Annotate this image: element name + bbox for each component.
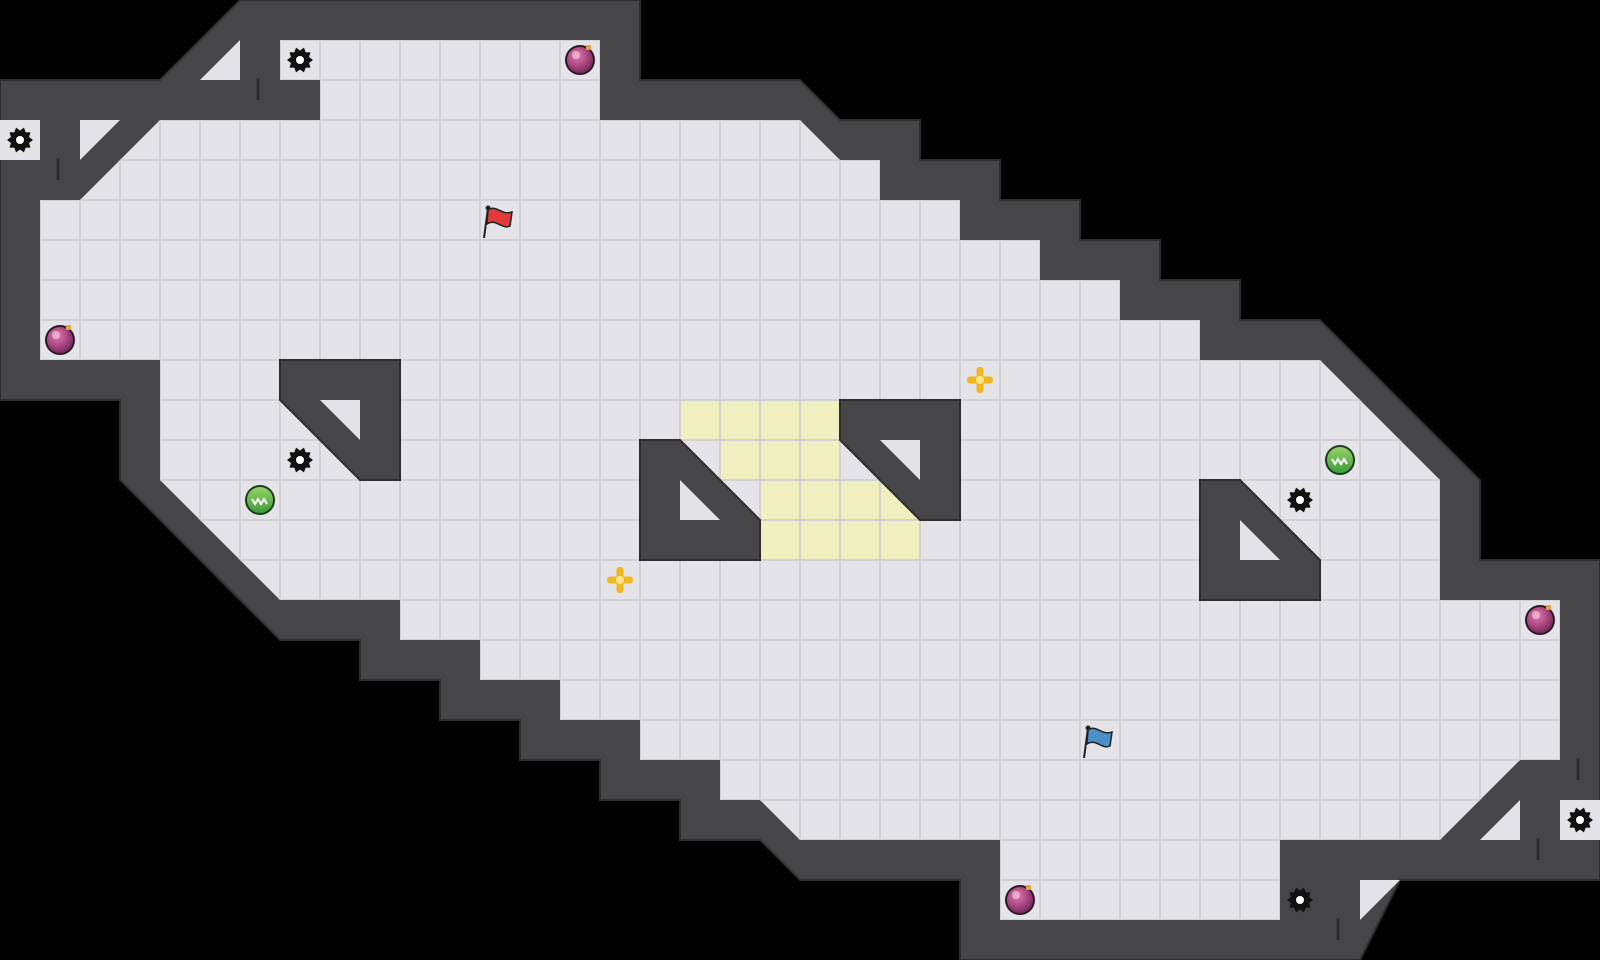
red-flag-icon[interactable]	[483, 205, 513, 239]
obstacle-right	[1199, 479, 1321, 601]
gear-icon[interactable]	[1567, 807, 1593, 833]
spawn-cross-icon[interactable]	[967, 367, 993, 393]
corner-tri-left	[80, 120, 120, 160]
bomb-icon[interactable]	[565, 45, 595, 75]
blue-flag-icon[interactable]	[1083, 725, 1113, 759]
bomb-icon[interactable]	[45, 325, 75, 355]
corner-tri-top-left	[200, 40, 240, 80]
speed-boost-icon[interactable]	[245, 485, 275, 515]
bomb-icon[interactable]	[1525, 605, 1555, 635]
spawn-cross-icon[interactable]	[607, 567, 633, 593]
wall-seams	[56, 78, 1580, 940]
speed-boost-icon[interactable]	[1325, 445, 1355, 475]
corner-tri-bottom-right	[1480, 800, 1520, 840]
obstacle-left	[279, 359, 401, 481]
gear-icon[interactable]	[1287, 487, 1313, 513]
gear-icon[interactable]	[287, 447, 313, 473]
gear-icon[interactable]	[7, 127, 33, 153]
map-icons	[7, 45, 1593, 915]
gear-icon[interactable]	[1287, 887, 1313, 913]
bomb-icon[interactable]	[1005, 885, 1035, 915]
corner-tri-bottom	[1360, 880, 1400, 920]
obstacle-center-left	[639, 439, 761, 561]
obstacle-center-right	[839, 399, 961, 521]
gear-icon[interactable]	[287, 47, 313, 73]
